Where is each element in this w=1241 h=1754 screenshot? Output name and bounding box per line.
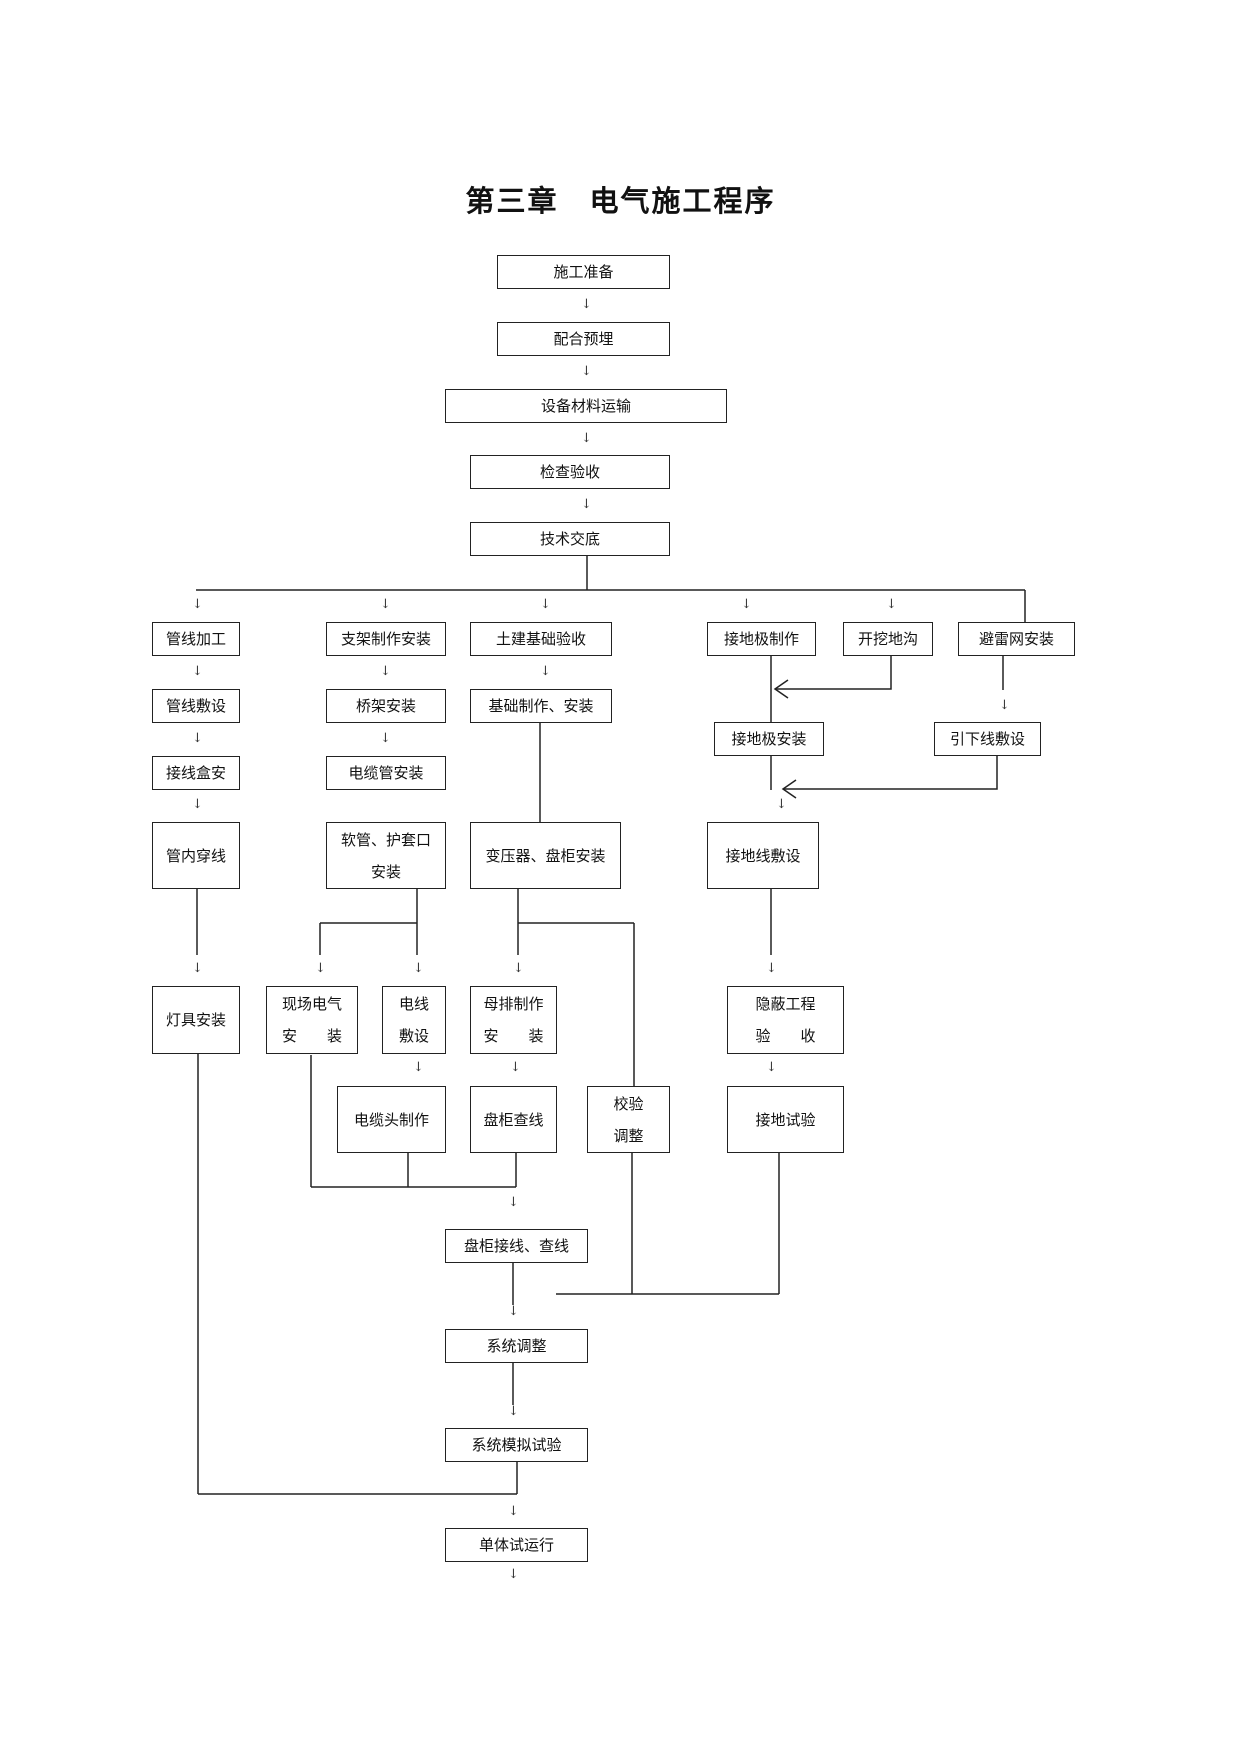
node-ground-electrode-install: 接地极安装 bbox=[714, 722, 824, 756]
node-calibration-line1: 校验 bbox=[613, 1094, 644, 1113]
arrow-down-icon: ↓ bbox=[886, 597, 897, 612]
node-wire-laying-line1: 电线 bbox=[398, 995, 429, 1013]
node-busbar-line2: 安 装 bbox=[483, 1027, 544, 1045]
node-bracket-fabrication: 支架制作安装 bbox=[326, 622, 446, 656]
node-material-transport: 设备材料运输 bbox=[445, 389, 727, 423]
node-calibration-line2: 调整 bbox=[613, 1126, 644, 1145]
arrow-down-icon: ↓ bbox=[192, 731, 203, 746]
node-calibration-adjust: 校验 调整 bbox=[587, 1086, 670, 1153]
arrow-down-icon: ↓ bbox=[581, 497, 592, 512]
node-junction-box: 接线盒安 bbox=[152, 756, 240, 790]
arrow-down-icon: ↓ bbox=[380, 664, 391, 679]
node-panel-wiring-check: 盘柜接线、查线 bbox=[445, 1229, 588, 1263]
node-hidden-works-line1: 隐蔽工程 bbox=[755, 995, 816, 1013]
arrow-down-icon: ↓ bbox=[508, 1304, 519, 1319]
arrow-down-icon: ↓ bbox=[315, 961, 326, 976]
node-ground-wire-laying: 接地线敷设 bbox=[707, 822, 819, 889]
arrow-down-icon: ↓ bbox=[192, 664, 203, 679]
node-busbar-line1: 母排制作 bbox=[483, 995, 544, 1013]
arrow-down-icon: ↓ bbox=[508, 1567, 519, 1582]
arrow-down-icon: ↓ bbox=[581, 297, 592, 312]
node-cable-tray-install: 桥架安装 bbox=[326, 689, 446, 723]
arrow-down-icon: ↓ bbox=[380, 597, 391, 612]
arrow-down-icon: ↓ bbox=[508, 1404, 519, 1419]
node-pipe-laying: 管线敷设 bbox=[152, 689, 240, 723]
node-foundation-acceptance: 土建基础验收 bbox=[470, 622, 612, 656]
node-hidden-works-line2: 验 收 bbox=[755, 1027, 816, 1045]
node-system-adjustment: 系统调整 bbox=[445, 1329, 588, 1363]
node-single-unit-trial-run: 单体试运行 bbox=[445, 1528, 588, 1562]
node-ground-electrode-fabrication: 接地极制作 bbox=[707, 622, 816, 656]
node-pipe-processing: 管线加工 bbox=[152, 622, 240, 656]
node-construction-prep: 施工准备 bbox=[497, 255, 670, 289]
arrow-down-icon: ↓ bbox=[581, 364, 592, 379]
node-cooperative-embedding: 配合预埋 bbox=[497, 322, 670, 356]
node-base-fabrication: 基础制作、安装 bbox=[470, 689, 612, 723]
node-system-simulation-test: 系统模拟试验 bbox=[445, 1428, 588, 1462]
node-lamp-install: 灯具安装 bbox=[152, 986, 240, 1054]
node-transformer-panel-install: 变压器、盘柜安装 bbox=[470, 822, 621, 889]
arrow-down-icon: ↓ bbox=[513, 961, 524, 976]
arrow-down-icon: ↓ bbox=[776, 797, 787, 812]
arrow-down-icon: ↓ bbox=[413, 1060, 424, 1075]
arrow-down-icon: ↓ bbox=[540, 597, 551, 612]
node-trench-digging: 开挖地沟 bbox=[843, 622, 933, 656]
arrow-down-icon: ↓ bbox=[192, 597, 203, 612]
node-field-electrical-install: 现场电气 安 装 bbox=[266, 986, 358, 1054]
node-technical-briefing: 技术交底 bbox=[470, 522, 670, 556]
arrow-down-icon: ↓ bbox=[380, 731, 391, 746]
arrow-down-icon: ↓ bbox=[508, 1195, 519, 1210]
node-hose-sheath-install: 软管、护套口 安装 bbox=[326, 822, 446, 889]
arrow-down-icon: ↓ bbox=[192, 961, 203, 976]
node-grounding-test: 接地试验 bbox=[727, 1086, 844, 1153]
arrow-down-icon: ↓ bbox=[508, 1504, 519, 1519]
node-wire-laying: 电线 敷设 bbox=[382, 986, 446, 1054]
arrow-down-icon: ↓ bbox=[540, 664, 551, 679]
node-field-electrical-line1: 现场电气 bbox=[281, 995, 342, 1013]
arrow-down-icon: ↓ bbox=[510, 1060, 521, 1075]
arrow-down-icon: ↓ bbox=[999, 698, 1010, 713]
node-inspection-acceptance: 检查验收 bbox=[470, 455, 670, 489]
node-lightning-net-install: 避雷网安装 bbox=[958, 622, 1075, 656]
node-wire-in-pipe: 管内穿线 bbox=[152, 822, 240, 889]
node-hidden-works-acceptance: 隐蔽工程 验 收 bbox=[727, 986, 844, 1054]
arrow-down-icon: ↓ bbox=[413, 961, 424, 976]
node-wire-laying-line2: 敷设 bbox=[398, 1027, 429, 1045]
node-hose-sheath-line2: 安装 bbox=[370, 862, 401, 881]
node-hose-sheath-line1: 软管、护套口 bbox=[340, 830, 431, 849]
node-cable-head-fabrication: 电缆头制作 bbox=[337, 1086, 446, 1153]
arrow-down-icon: ↓ bbox=[581, 431, 592, 446]
arrow-down-icon: ↓ bbox=[741, 597, 752, 612]
arrow-down-icon: ↓ bbox=[766, 1060, 777, 1075]
arrow-down-icon: ↓ bbox=[766, 961, 777, 976]
node-field-electrical-line2: 安 装 bbox=[281, 1027, 342, 1045]
node-cable-conduit-install: 电缆管安装 bbox=[326, 756, 446, 790]
page-title: 第三章 电气施工程序 bbox=[465, 184, 776, 218]
arrow-down-icon: ↓ bbox=[192, 797, 203, 812]
node-busbar-fabrication: 母排制作 安 装 bbox=[470, 986, 557, 1054]
node-down-conductor-laying: 引下线敷设 bbox=[934, 722, 1041, 756]
node-panel-wire-check: 盘柜查线 bbox=[470, 1086, 557, 1153]
